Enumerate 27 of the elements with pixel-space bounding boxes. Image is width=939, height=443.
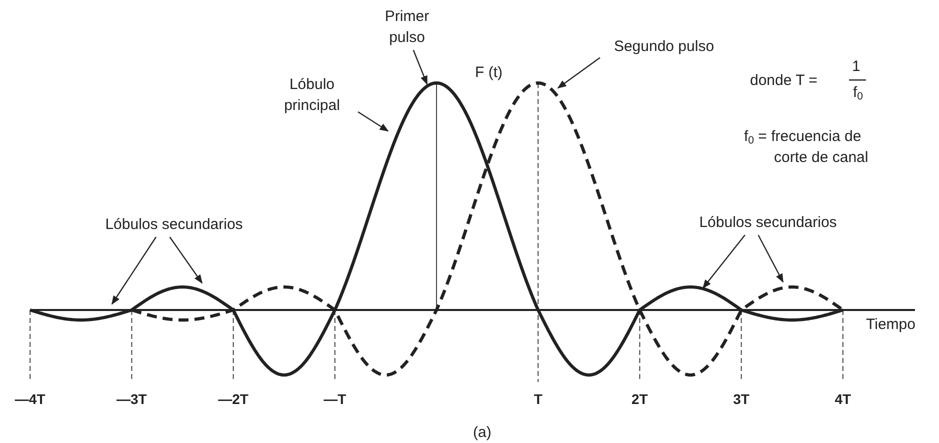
- leader-arrow: [169, 236, 203, 284]
- tick-label: 2T: [632, 390, 648, 409]
- fraction-denominator: f$_{0}$: [853, 83, 864, 103]
- tick-label: 4T: [834, 390, 852, 409]
- tick-label: 3T: [733, 390, 750, 409]
- leader-arrow: [112, 236, 157, 305]
- tick-label: —2T: [218, 390, 248, 409]
- leader-arrow: [702, 234, 746, 289]
- tick-label: —T: [324, 390, 346, 409]
- annotation-label: Lóbulo principal: [266, 74, 358, 116]
- annotation-label: Lóbulos secundarios: [674, 212, 862, 233]
- tick-label: —4T: [14, 390, 46, 409]
- axis-label: Tiempo: [866, 315, 916, 335]
- annotation-label: Segundo pulso: [600, 36, 728, 57]
- figure-caption: (a): [473, 423, 492, 443]
- tick-label: —3T: [116, 390, 147, 409]
- tick-label: T: [534, 390, 542, 409]
- formula-text: donde T =: [750, 71, 818, 91]
- fraction-numerator: 1: [852, 57, 860, 77]
- leader-arrow: [358, 111, 389, 132]
- annotation-label: Primer pulso: [380, 6, 434, 48]
- leader-arrow: [557, 57, 600, 89]
- definition-note: f$_{0}$ = frecuencia de corte de canal: [744, 127, 870, 168]
- annotation-label: Lóbulos secundarios: [80, 214, 268, 235]
- function-label: F (t): [475, 63, 502, 83]
- leader-arrow: [758, 234, 784, 283]
- leader-arrow: [412, 50, 428, 85]
